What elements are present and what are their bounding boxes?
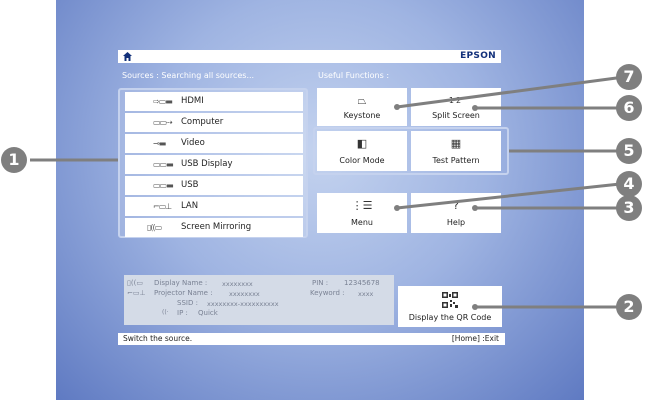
brand-logo: EPSON <box>460 51 496 61</box>
home-icon[interactable] <box>122 51 133 62</box>
projector-name-label: Projector Name : <box>154 289 213 297</box>
source-label: USB <box>181 180 199 190</box>
source-label: USB Display <box>181 159 233 169</box>
functions-heading: Useful Functions : <box>318 71 390 80</box>
ssid-value: xxxxxxxx-xxxxxxxxxx <box>207 300 279 308</box>
source-label: HDMI <box>181 96 204 106</box>
lan-icon: ⌐▭⊥ <box>153 202 172 211</box>
source-label: Screen Mirroring <box>181 222 252 232</box>
qr-button-label: Display the QR Code <box>408 313 492 322</box>
source-item-usb[interactable]: ▭▭▬ USB <box>125 176 303 195</box>
usb-display-icon: ▭▭▬ <box>153 160 174 169</box>
source-item-lan[interactable]: ⌐▭⊥ LAN <box>125 197 303 216</box>
network-info-panel: ▯((▭ Display Name : xxxxxxxx ⌐▭⊥ Project… <box>124 275 394 325</box>
display-name-icon: ▯((▭ <box>127 279 143 287</box>
source-item-hdmi[interactable]: ⇨▭▬ HDMI <box>125 92 303 111</box>
top-bar: EPSON <box>118 50 501 63</box>
callout-4: 4 <box>616 171 642 197</box>
status-hint: Switch the source. <box>123 334 193 343</box>
color-mode-icon: ◧ <box>356 137 368 150</box>
ssid-label: SSID : <box>177 299 198 307</box>
ip-label: IP : <box>177 309 188 317</box>
split-screen-label: Split Screen <box>432 111 480 120</box>
display-name-value: xxxxxxxx <box>222 280 253 288</box>
pin-value: 12345678 <box>344 279 380 287</box>
usb-icon: ▭▭▬ <box>153 181 174 190</box>
source-label: Computer <box>181 117 224 127</box>
ip-value: Quick <box>198 309 218 317</box>
source-item-video[interactable]: ⊸▬ Video <box>125 134 303 153</box>
wifi-icon: ((· <box>162 309 169 316</box>
callout-7: 7 <box>616 64 642 90</box>
projector-network-icon: ⌐▭⊥ <box>127 289 146 297</box>
color-mode-label: Color Mode <box>339 156 385 165</box>
sources-heading: Sources : Searching all sources... <box>122 71 255 80</box>
keystone-button[interactable]: ⏢ Keystone <box>317 88 407 126</box>
source-item-usb-display[interactable]: ▭▭▬ USB Display <box>125 155 303 174</box>
source-item-computer[interactable]: ▭▭⇢ Computer <box>125 113 303 132</box>
computer-icon: ▭▭⇢ <box>153 118 173 127</box>
highlight-group-5 <box>313 127 509 175</box>
screen-mirroring-icon: ▯((▭ <box>147 223 162 232</box>
keyword-label: Keyword : <box>310 289 345 297</box>
test-pattern-label: Test Pattern <box>432 156 480 165</box>
callout-3: 3 <box>616 195 642 221</box>
projector-name-value: xxxxxxxx <box>229 290 260 298</box>
callout-1: 1 <box>1 147 27 173</box>
status-bar: Switch the source. [Home] :Exit <box>118 333 505 345</box>
menu-label: Menu <box>351 218 373 227</box>
help-label: Help <box>446 218 466 227</box>
qr-code-icon <box>442 292 458 308</box>
keyword-value: xxxx <box>358 290 374 298</box>
callout-5: 5 <box>616 138 642 164</box>
callout-6: 6 <box>616 95 642 121</box>
menu-icon: ⋮☰ <box>351 199 373 212</box>
hdmi-icon: ⇨▭▬ <box>153 97 173 106</box>
color-mode-button[interactable]: ◧ Color Mode <box>317 131 407 171</box>
test-pattern-button[interactable]: ▦ Test Pattern <box>411 131 501 171</box>
source-label: LAN <box>181 201 199 211</box>
callout-2: 2 <box>616 294 642 320</box>
display-name-label: Display Name : <box>154 279 208 287</box>
video-icon: ⊸▬ <box>153 139 166 148</box>
help-icon: ? <box>453 199 459 212</box>
menu-button[interactable]: ⋮☰ Menu <box>317 193 407 233</box>
source-label: Video <box>181 138 205 148</box>
pin-label: PIN : <box>312 279 329 287</box>
source-item-screen-mirroring[interactable]: ▯((▭ Screen Mirroring <box>125 218 303 237</box>
test-pattern-icon: ▦ <box>450 137 462 150</box>
keystone-label: Keystone <box>343 111 381 120</box>
keystone-icon: ⏢ <box>357 94 367 107</box>
exit-hint: [Home] :Exit <box>451 334 499 343</box>
source-list: ⇨▭▬ HDMI ▭▭⇢ Computer ⊸▬ Video ▭▭▬ USB D… <box>118 88 308 238</box>
